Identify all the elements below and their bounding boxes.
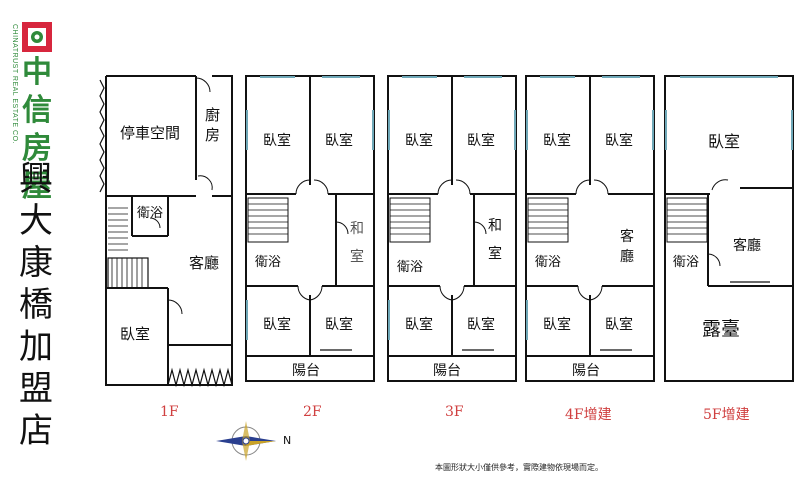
compass-icon bbox=[216, 421, 276, 461]
floor-plan-4f bbox=[525, 75, 655, 382]
title-char: 店 bbox=[19, 411, 53, 451]
room-label-bath: 衛浴 bbox=[255, 255, 282, 270]
room-label-bedroom: 臥室 bbox=[708, 132, 741, 151]
floor-label-3f: 3F bbox=[445, 404, 464, 420]
room-label-terrace: 露臺 bbox=[702, 318, 741, 340]
room-label-balcony: 陽台 bbox=[292, 363, 320, 379]
room-label-bath: 衛浴 bbox=[535, 255, 562, 270]
floor-label-4f: 4F增建 bbox=[565, 407, 612, 423]
floor-label-2f: 2F bbox=[303, 404, 322, 420]
room-label-bedroom: 臥室 bbox=[605, 317, 633, 333]
floor-label-5f: 5F增建 bbox=[703, 407, 750, 423]
title-char: 康 bbox=[19, 243, 53, 283]
room-label-living: 客廳 bbox=[189, 254, 220, 272]
room-label-kitchen: 廚 bbox=[205, 106, 221, 124]
title-char: 興 bbox=[19, 159, 53, 199]
room-label-balcony: 陽台 bbox=[572, 363, 600, 379]
floor-plan-1f bbox=[99, 75, 233, 388]
room-label-living: 客 bbox=[620, 229, 634, 245]
brand-char: 房 bbox=[22, 131, 53, 166]
brand-char: 屋 bbox=[22, 169, 53, 204]
floor-label-1f: 1F bbox=[160, 404, 179, 420]
room-label-living: 客廳 bbox=[733, 238, 761, 254]
brand-char: 中 bbox=[22, 55, 53, 90]
room-label-bedroom: 臥室 bbox=[605, 133, 633, 149]
room-label-balcony: 陽台 bbox=[433, 363, 461, 379]
title-char: 大 bbox=[19, 201, 53, 241]
title-char: 橋 bbox=[19, 285, 53, 325]
room-label-bedroom: 臥室 bbox=[405, 133, 433, 149]
room-label-bedroom: 臥室 bbox=[263, 317, 291, 333]
room-label-bedroom: 臥室 bbox=[467, 133, 495, 149]
floor-plan-2f bbox=[245, 75, 375, 382]
room-label-bath: 衛浴 bbox=[397, 260, 424, 275]
window-accents bbox=[246, 76, 793, 340]
room-label-bedroom: 臥室 bbox=[467, 317, 495, 333]
room-label-washitsu: 和 bbox=[488, 218, 502, 234]
brand-char: 信 bbox=[22, 93, 53, 128]
room-label-bedroom: 臥室 bbox=[543, 133, 571, 149]
room-label-washitsu: 和 bbox=[350, 221, 364, 237]
room-label-washitsu: 室 bbox=[488, 246, 502, 262]
room-label-bedroom: 臥室 bbox=[325, 317, 353, 333]
room-label-washitsu: 室 bbox=[350, 249, 364, 265]
room-label-bedroom: 臥室 bbox=[543, 317, 571, 333]
title-char: 盟 bbox=[19, 369, 53, 409]
room-label-kitchen: 房 bbox=[205, 126, 221, 144]
brand-english-name: CHINATRUST REAL ESTATE CO. bbox=[11, 24, 18, 144]
room-label-bedroom: 臥室 bbox=[325, 133, 353, 149]
room-label-bath: 衛浴 bbox=[137, 206, 164, 221]
brand-chinese-name: 中 信 房 屋 bbox=[22, 54, 53, 206]
room-label-bedroom: 臥室 bbox=[405, 317, 433, 333]
chinatrust-logo-icon bbox=[22, 22, 52, 52]
room-label-living: 廳 bbox=[620, 249, 634, 265]
store-title: 興 大 康 橋 加 盟 店 bbox=[14, 158, 58, 452]
room-label-bath: 衛浴 bbox=[673, 255, 700, 270]
compass-label: N bbox=[283, 434, 292, 447]
floor-plan-3f bbox=[387, 75, 517, 382]
disclaimer-note: 本圖形狀大小僅供參考，實際建物依現場而定。 bbox=[435, 463, 603, 472]
room-label-bedroom: 臥室 bbox=[120, 325, 151, 343]
room-label-parking: 停車空間 bbox=[120, 124, 181, 142]
room-label-bedroom: 臥室 bbox=[263, 133, 291, 149]
title-char: 加 bbox=[19, 327, 53, 367]
